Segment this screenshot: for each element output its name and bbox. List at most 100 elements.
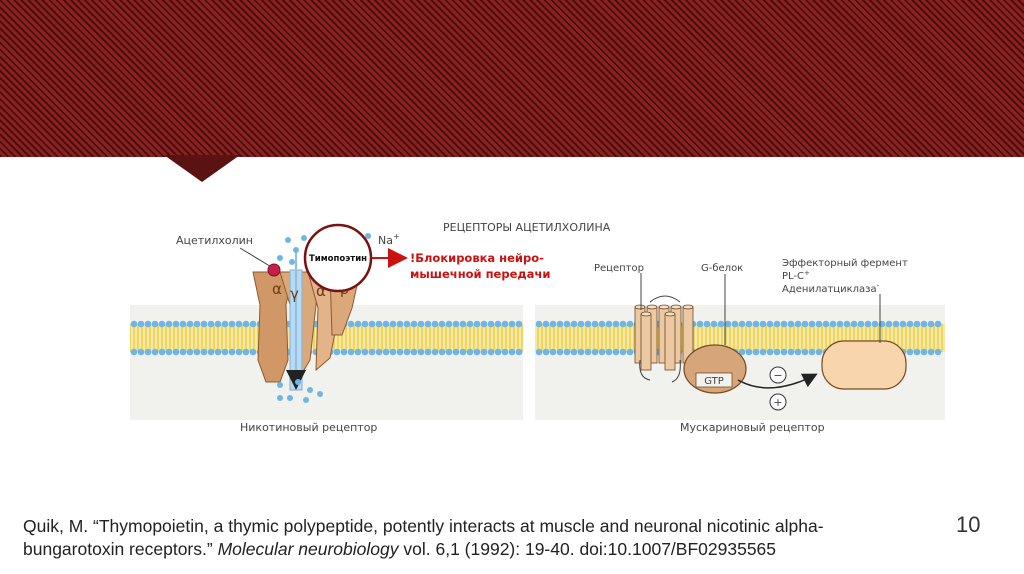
lipid-head	[431, 320, 439, 328]
lipid-head	[207, 320, 215, 328]
receptor-helix-top	[640, 311, 652, 317]
citation-journal: Molecular neurobiology	[217, 539, 399, 559]
effector-line-3: Аденилатциклаза-	[782, 282, 880, 295]
lipid-head	[885, 320, 893, 328]
subunit-alpha-2: α	[316, 282, 326, 300]
acetylcholine-label: Ацетилхолин	[176, 234, 253, 247]
lipid-head	[815, 320, 823, 328]
effector-line-2: PL-C+	[782, 269, 810, 282]
lipid-head	[927, 348, 935, 356]
sodium-label: Na+	[378, 232, 400, 247]
lipid-head	[452, 348, 460, 356]
lipid-head	[794, 320, 802, 328]
lipid-head	[906, 320, 914, 328]
lipid-head	[605, 348, 613, 356]
lipid-head	[221, 348, 229, 356]
lipid-head	[473, 348, 481, 356]
plus-circle	[769, 393, 787, 411]
lipid-head	[347, 348, 355, 356]
lipid-head	[494, 348, 502, 356]
lipid-head	[515, 348, 523, 356]
lipid-head	[130, 320, 138, 328]
blockade-line-2: мышечной передачи	[410, 267, 550, 281]
lipid-head	[612, 320, 620, 328]
lipid-head	[396, 348, 404, 356]
lipid-head	[920, 348, 928, 356]
header-band	[0, 0, 1024, 157]
receptor-label: Рецептор	[594, 263, 644, 274]
lipid-head	[340, 348, 348, 356]
lipid-head	[179, 320, 187, 328]
lipid-head	[249, 320, 257, 328]
sodium-ion	[277, 395, 283, 401]
lipid-head	[515, 320, 523, 328]
receptor-helix-top	[670, 304, 682, 310]
lipid-head	[598, 320, 606, 328]
lipid-head	[487, 320, 495, 328]
lipid-head	[403, 348, 411, 356]
lipid-head	[459, 320, 467, 328]
lipid-head	[850, 320, 858, 328]
lipid-head	[165, 320, 173, 328]
acetylcholine-molecule	[267, 263, 281, 277]
lipid-head	[130, 348, 138, 356]
lipid-head	[570, 348, 578, 356]
sodium-ion	[365, 233, 371, 239]
membrane-left	[130, 320, 523, 356]
lipid-head	[144, 348, 152, 356]
lipid-head	[703, 320, 711, 328]
lipid-head	[766, 320, 774, 328]
lipid-head	[382, 348, 390, 356]
lipid-head	[836, 320, 844, 328]
lipid-head	[242, 348, 250, 356]
lipid-head	[619, 320, 627, 328]
gprotein-label: G-белок	[701, 263, 743, 274]
nicotinic-caption: Никотиновый рецептор	[240, 421, 377, 434]
lipid-head	[913, 320, 921, 328]
lipid-head	[158, 348, 166, 356]
lipid-head	[927, 320, 935, 328]
lipid-head	[438, 348, 446, 356]
receptor-helix-top	[646, 304, 658, 310]
receptor-helix	[640, 313, 652, 371]
lipid-head	[410, 320, 418, 328]
lipid-head	[724, 320, 732, 328]
lipid-head	[787, 348, 795, 356]
lipid-head	[508, 320, 516, 328]
lipid-head	[787, 320, 795, 328]
lipid-head	[165, 348, 173, 356]
lipid-head	[172, 348, 180, 356]
lipid-head	[382, 320, 390, 328]
lipid-head	[158, 320, 166, 328]
lipid-head	[913, 348, 921, 356]
lipid-head	[214, 320, 222, 328]
subunit-alpha-1: α	[272, 280, 282, 298]
lipid-head	[717, 320, 725, 328]
lipid-head	[549, 348, 557, 356]
lipid-head	[934, 320, 942, 328]
muscarinic-receptor	[634, 295, 694, 383]
lipid-head	[584, 320, 592, 328]
lipid-head	[759, 320, 767, 328]
lipid-head	[438, 320, 446, 328]
lipid-head	[584, 348, 592, 356]
lipid-head	[577, 348, 585, 356]
citation-text: Quik, M. “Thymopoietin, a thymic polypep…	[23, 516, 824, 559]
lipid-head	[570, 320, 578, 328]
receptor-helix-top	[664, 311, 676, 317]
lipid-head	[535, 348, 543, 356]
lipid-head	[934, 348, 942, 356]
lipid-head	[424, 348, 432, 356]
lipid-head	[508, 348, 516, 356]
lipid-head	[368, 320, 376, 328]
lipid-head	[375, 320, 383, 328]
lipid-head	[200, 348, 208, 356]
lipid-head	[738, 320, 746, 328]
lipid-head	[892, 320, 900, 328]
lipid-head	[179, 348, 187, 356]
lipid-head	[577, 320, 585, 328]
lipid-head	[361, 348, 369, 356]
diagram-title: РЕЦЕПТОРЫ АЦЕТИЛХОЛИНА	[443, 221, 611, 234]
lipid-head	[354, 320, 362, 328]
blockade-line-1: !Блокировка нейро-	[410, 251, 544, 265]
